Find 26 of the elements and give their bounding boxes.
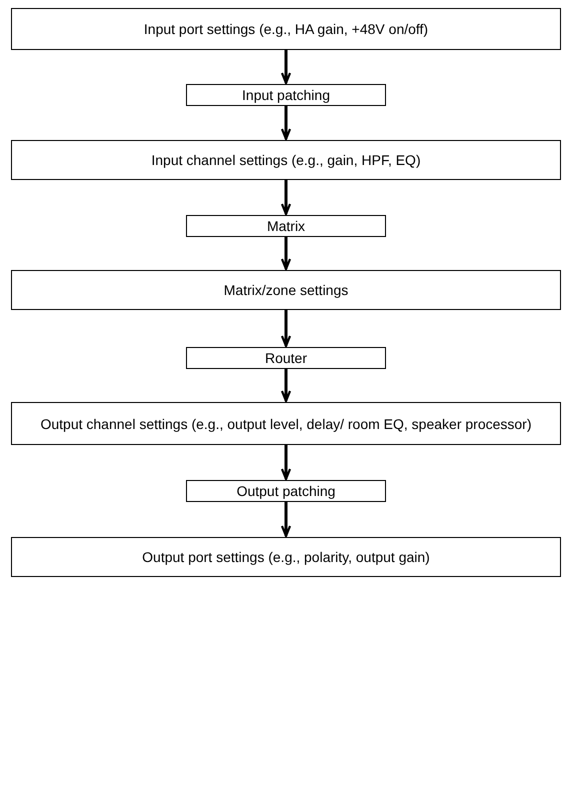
process-box (11, 270, 561, 310)
process-box (186, 480, 386, 502)
arrow (280, 106, 292, 140)
box-label: Matrix (266, 217, 306, 235)
process-box (186, 84, 386, 106)
arrow (280, 502, 292, 538)
box-label: Matrix/zone settings (224, 281, 348, 299)
box-label: Router (264, 349, 308, 367)
box-label: Input channel settings (e.g., gain, HPF, EQ) (151, 151, 421, 169)
arrow (280, 50, 292, 84)
box-label: Input patching (242, 86, 330, 104)
arrow (280, 310, 292, 348)
process-box (11, 537, 561, 577)
arrow (280, 180, 292, 216)
process-box (11, 8, 561, 50)
box-label: Output patching (236, 482, 336, 500)
process-box (11, 140, 561, 180)
box-label: Output channel settings (e.g., output level, delay/ room EQ, speaker processor) (40, 414, 532, 432)
process-box (186, 215, 386, 237)
process-box (11, 402, 561, 445)
box-label: Input port settings (e.g., HA gain, +48V on/off) (144, 20, 428, 38)
arrow (280, 237, 292, 270)
box-label: Output port settings (e.g., polarity, output gain) (142, 548, 430, 566)
process-box (186, 347, 386, 369)
arrow (280, 445, 292, 480)
arrow (280, 369, 292, 402)
